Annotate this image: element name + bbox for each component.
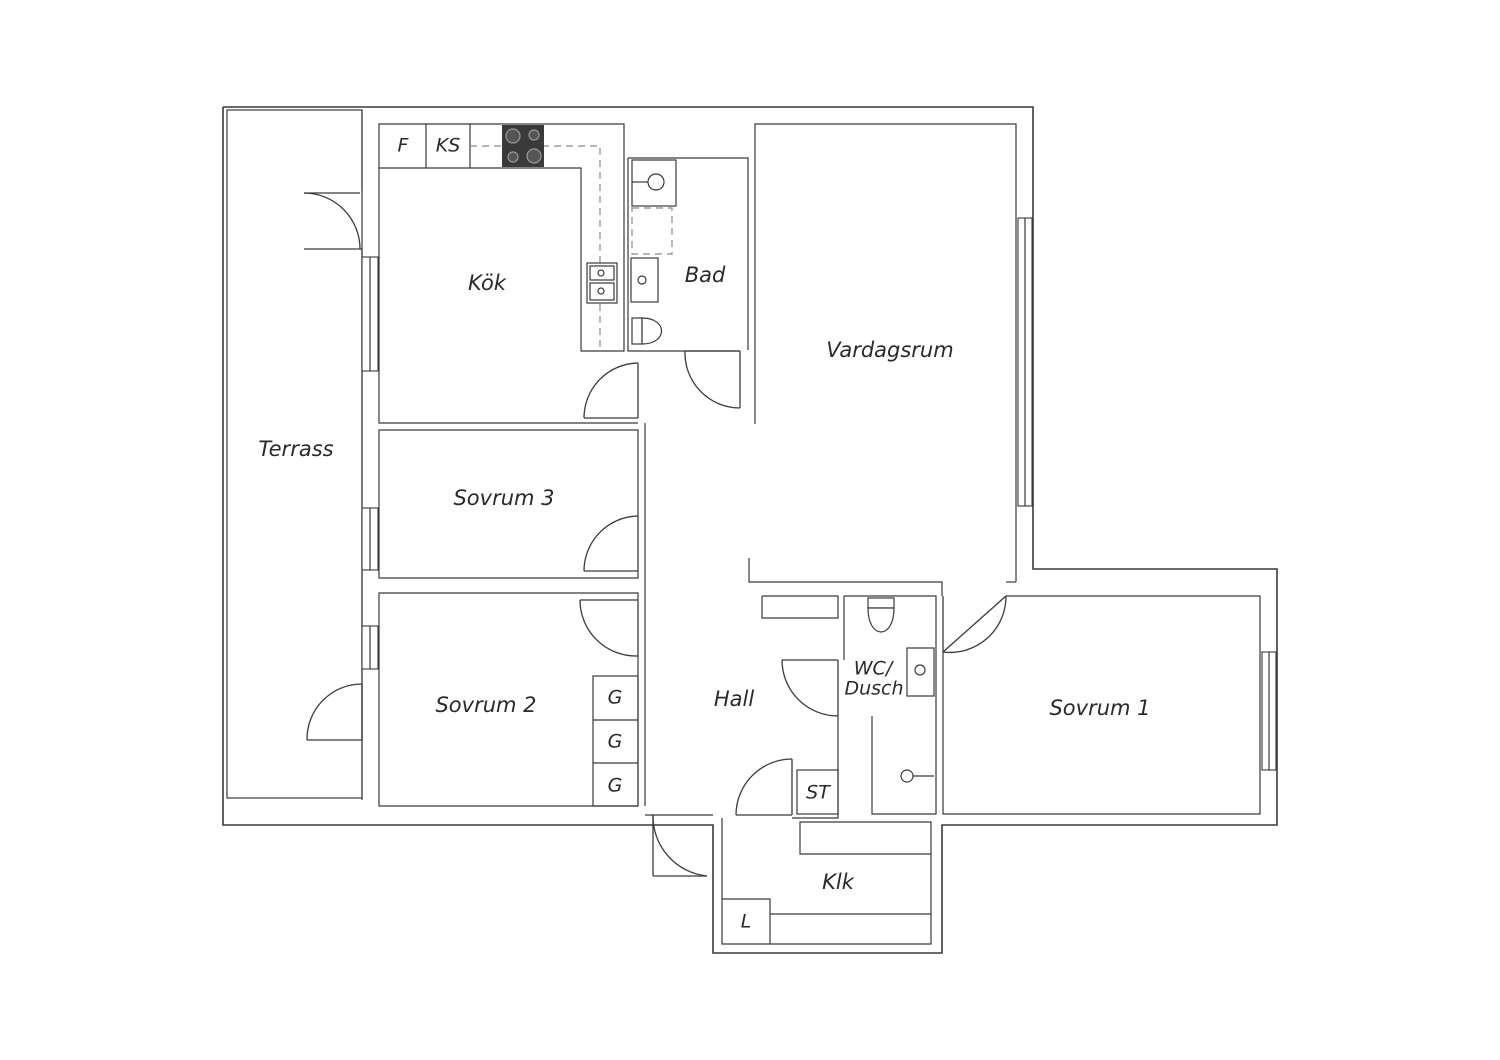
hall-label: Hall: [714, 687, 754, 711]
fridge-freezer-label: KS: [436, 135, 461, 157]
kitchen: F KS Kök: [378, 123, 638, 424]
kitchen-sink-icon: [586, 262, 618, 304]
terrace: Terrass: [226, 109, 363, 799]
hall: Hall: [644, 423, 839, 816]
bedroom-2-label: Sovrum 2: [435, 693, 536, 717]
windows: [361, 217, 1277, 771]
stove-icon: [502, 125, 544, 167]
closet: L Klk: [721, 818, 932, 945]
wc-shower: WC/ Dusch: [792, 595, 937, 819]
bedroom-3-door: [583, 515, 639, 572]
bathroom-label: Bad: [685, 263, 726, 287]
bedroom-1-door: [942, 595, 1007, 654]
kitchen-door: [583, 362, 639, 419]
bedroom-3: Sovrum 3: [378, 429, 639, 579]
kitchen-label: Kök: [468, 271, 507, 295]
closet-door: [735, 758, 793, 816]
wc-shower-icon: [900, 769, 934, 783]
entrance-door: [652, 814, 708, 877]
wc-label-line2: Dusch: [844, 678, 903, 700]
bathroom-door: [684, 350, 741, 409]
shower-icon: [630, 257, 659, 303]
storage-label: ST: [806, 782, 831, 804]
bedroom-2: G G G Sovrum 2: [378, 592, 639, 807]
outer-walls: [222, 106, 1278, 954]
terrace-door-bedroom-2: [306, 683, 363, 741]
bathroom: Bad: [627, 157, 749, 352]
toilet-icon: [631, 317, 662, 345]
living-room: Vardagsrum: [748, 123, 1017, 596]
wc-toilet-icon: [867, 597, 895, 633]
terrace-label: Terrass: [258, 437, 333, 461]
fridge-label: F: [398, 135, 410, 157]
bedroom-1: Sovrum 1: [942, 595, 1261, 815]
wc-label-line1: WC/: [854, 658, 895, 680]
terrace-door-kitchen: [303, 192, 362, 250]
doors: [303, 192, 1007, 877]
wardrobe-label-2: G: [608, 731, 623, 753]
bath-washbasin-icon: [631, 159, 677, 207]
wc-washbasin-icon: [906, 647, 935, 697]
storage: ST: [796, 769, 839, 815]
wardrobe-label-3: G: [608, 775, 623, 797]
bedroom-3-label: Sovrum 3: [453, 486, 554, 510]
wc-door: [781, 659, 839, 717]
living-room-label: Vardagsrum: [826, 338, 953, 362]
bedroom-1-label: Sovrum 1: [1049, 696, 1150, 720]
linen-label: L: [741, 911, 752, 933]
wardrobe-label-1: G: [608, 687, 623, 709]
closet-label: Klk: [822, 870, 855, 894]
bedroom-2-door: [579, 599, 639, 657]
